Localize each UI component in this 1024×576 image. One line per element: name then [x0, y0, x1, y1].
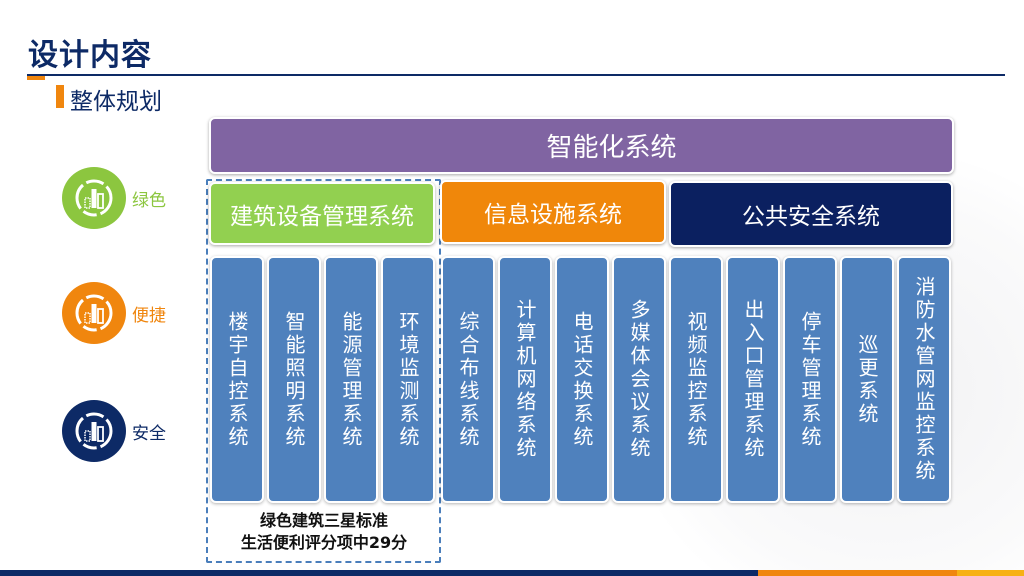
category-label: 公共安全系统	[742, 204, 880, 230]
subsystem-label: 计算机网络系统	[513, 299, 537, 460]
subsystem-node: 视频监控系统	[669, 256, 723, 503]
bar-chart-ring-icon	[62, 282, 126, 344]
subsystem-node: 计算机网络系统	[498, 256, 552, 503]
root-node-label: 智能化系统	[546, 133, 677, 163]
note-line-1: 绿色建筑三星标准	[259, 511, 388, 530]
subsystem-node: 环境监测系统	[381, 256, 435, 503]
subsystem-node: 综合布线系统	[441, 256, 495, 503]
subsystem-label: 多媒体会议系统	[627, 299, 651, 460]
subtitle-marker	[56, 85, 64, 108]
footer-bar-yellow	[957, 570, 1024, 576]
footer-bar-orange	[758, 570, 957, 576]
feature-label: 便捷	[132, 305, 166, 326]
feature-safety: 安全	[62, 400, 166, 462]
section-subtitle: 整体规划	[70, 89, 162, 115]
subsystem-label: 停车管理系统	[798, 310, 822, 449]
root-node-intelligent-system: 智能化系统	[209, 117, 954, 174]
subsystem-node: 楼宇自控系统	[210, 256, 264, 503]
bar-chart-ring-icon	[62, 167, 126, 229]
subsystem-node: 巡更系统	[840, 256, 894, 503]
subsystem-label: 楼宇自控系统	[225, 310, 249, 449]
subsystem-label: 环境监测系统	[396, 310, 420, 449]
subsystem-label: 智能照明系统	[282, 310, 306, 449]
feature-label: 安全	[132, 423, 166, 444]
page-title: 设计内容	[28, 38, 152, 73]
subsystem-node: 多媒体会议系统	[612, 256, 666, 503]
footer-bar-navy	[0, 570, 758, 576]
subsystem-label: 综合布线系统	[456, 310, 480, 449]
category-information-facilities: 信息设施系统	[440, 180, 666, 244]
bar-chart-ring-icon	[62, 400, 126, 462]
subsystem-node: 消防水管网监控系统	[897, 256, 951, 503]
feature-convenient: 便捷	[62, 282, 166, 344]
green-building-group-outline	[206, 179, 441, 563]
subsystem-node: 停车管理系统	[783, 256, 837, 503]
category-label: 信息设施系统	[484, 202, 622, 228]
subsystem-label: 巡更系统	[855, 333, 879, 426]
subsystem-label: 电话交换系统	[570, 310, 594, 449]
title-accent-bar	[27, 76, 45, 80]
subsystem-node: 能源管理系统	[324, 256, 378, 503]
subsystem-label: 能源管理系统	[339, 310, 363, 449]
feature-label: 绿色	[132, 190, 166, 211]
subsystem-node: 智能照明系统	[267, 256, 321, 503]
category-label: 建筑设备管理系统	[230, 203, 414, 230]
subsystem-node: 电话交换系统	[555, 256, 609, 503]
green-building-note: 绿色建筑三星标准 生活便利评分项中29分	[210, 510, 438, 554]
title-divider	[27, 74, 1005, 76]
subsystem-node: 出入口管理系统	[726, 256, 780, 503]
subsystem-label: 消防水管网监控系统	[912, 276, 936, 483]
subsystem-label: 视频监控系统	[684, 310, 708, 449]
category-public-safety: 公共安全系统	[669, 181, 953, 247]
note-line-2: 生活便利评分项中29分	[240, 533, 408, 552]
category-building-equipment: 建筑设备管理系统	[209, 182, 435, 245]
subsystem-label: 出入口管理系统	[741, 299, 765, 460]
feature-green: 绿色	[62, 167, 166, 229]
